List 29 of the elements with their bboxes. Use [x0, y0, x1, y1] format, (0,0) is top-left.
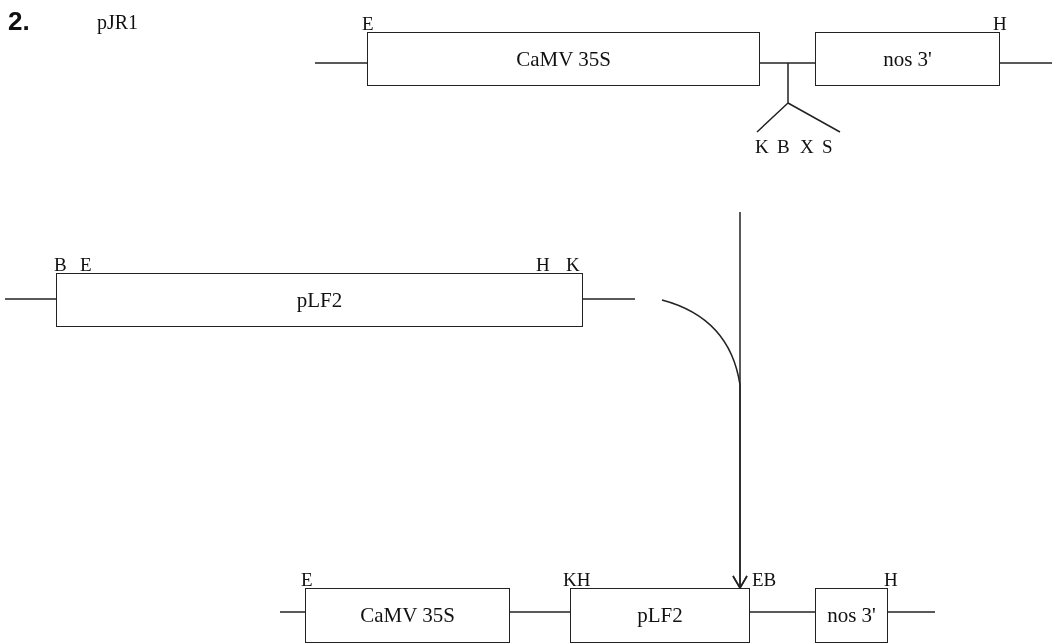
restriction-site-label: K [566, 255, 580, 274]
segment-name: CaMV 35S [516, 46, 611, 72]
dna-segment-box [570, 588, 750, 643]
restriction-site-label: H [884, 570, 898, 589]
arrow [661, 299, 748, 589]
dna-segment-box [367, 32, 760, 86]
restriction-site-label: S [822, 137, 833, 156]
figure-number: 2. [8, 8, 30, 34]
segment-name: CaMV 35S [360, 603, 455, 628]
segment-name: pLF2 [296, 287, 343, 313]
restriction-site-label: KH [563, 570, 591, 589]
restriction-site-label: B [54, 255, 67, 274]
dna-segment-box [815, 588, 888, 643]
dna-segment-box [815, 32, 1000, 86]
restriction-site-label: H [536, 255, 550, 274]
restriction-site-label: E [301, 570, 313, 589]
restriction-site-label: B [777, 137, 790, 156]
dna-segment-box [56, 273, 583, 327]
segment-name: nos 3' [883, 46, 932, 72]
segment-name: nos 3' [827, 603, 876, 628]
restriction-site-label: E [80, 255, 92, 274]
restriction-site-label: H [993, 14, 1007, 33]
restriction-site-label: X [800, 137, 814, 156]
dna-segment-box [305, 588, 510, 643]
restriction-site-label: E [362, 14, 374, 33]
restriction-site-label: EB [752, 570, 777, 589]
construct-name: pJR1 [97, 12, 139, 32]
segment-name: pLF2 [637, 603, 683, 628]
restriction-site-label: K [755, 137, 769, 156]
